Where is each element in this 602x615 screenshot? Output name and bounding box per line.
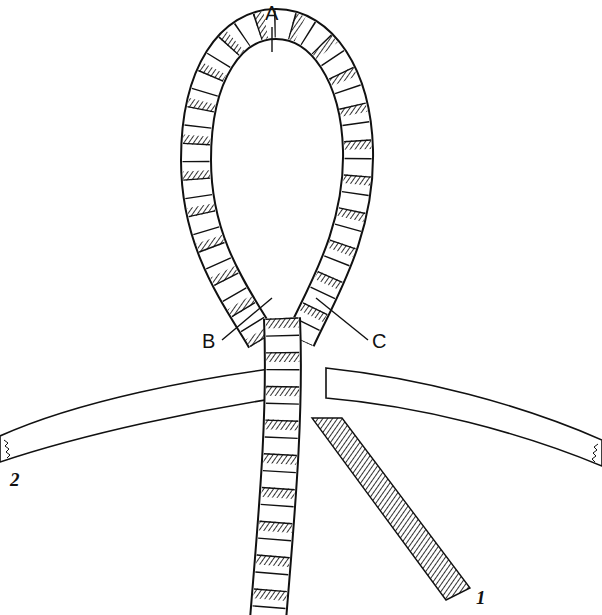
leader-line	[316, 298, 368, 340]
callout-number: 2	[10, 470, 20, 491]
strand-two-left	[0, 368, 278, 462]
point-letter: C	[372, 330, 386, 352]
point-letter: A	[265, 2, 278, 24]
rope-loop	[196, 24, 358, 340]
leader-line	[271, 27, 272, 52]
callout-number: 1	[476, 588, 486, 609]
strand-one	[312, 418, 470, 600]
leader-line	[222, 298, 272, 340]
point-letter: B	[202, 330, 215, 352]
frayed-end	[592, 444, 598, 462]
frayed-end	[4, 440, 10, 458]
rope-standing-part	[268, 318, 283, 615]
